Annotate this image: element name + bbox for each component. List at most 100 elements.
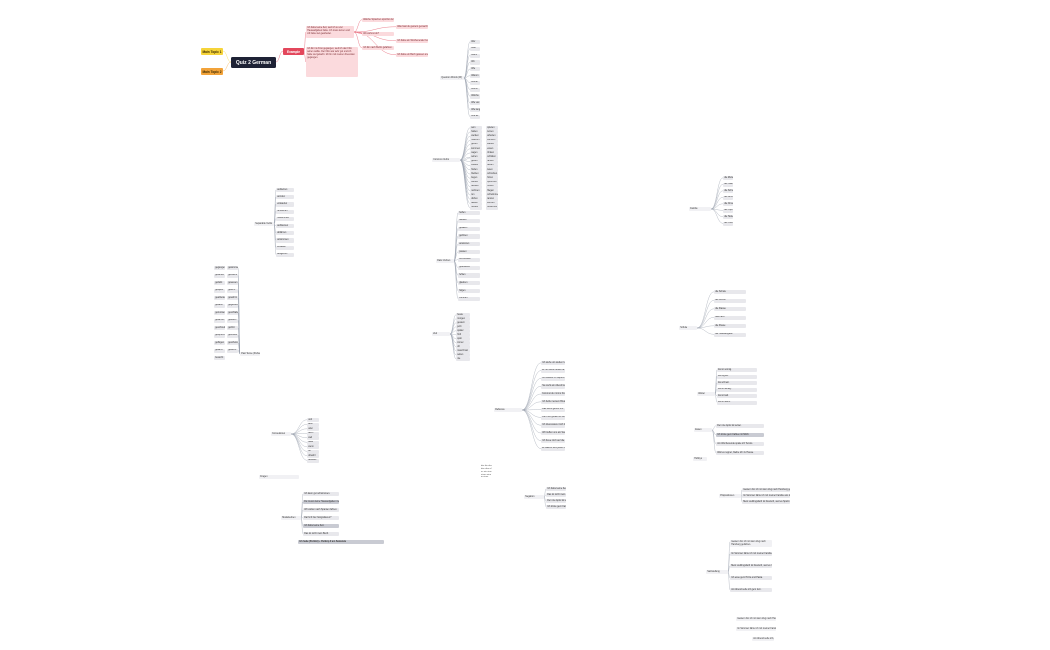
past-tense-node[interactable]: gehört (227, 326, 238, 331)
separable-verb-node[interactable]: ankommen (276, 238, 294, 243)
question-word-node[interactable]: Wie (470, 67, 480, 72)
common-verb-node[interactable]: sehen (470, 155, 482, 160)
sentence-node[interactable]: Er wäscht sich jeden Morgen. (541, 446, 565, 452)
school-node[interactable]: die Hausaufgabe (714, 332, 746, 337)
common-verb-node[interactable]: treffen (486, 184, 498, 190)
family-node[interactable]: die Schwester (723, 189, 733, 194)
root-topic[interactable]: Quiz 2 German (231, 57, 276, 68)
common-verb-node[interactable]: stehen (470, 180, 482, 185)
dative-verb-node[interactable]: antworten (458, 242, 480, 247)
time-word-node[interactable]: später (456, 329, 470, 334)
common-verb-node[interactable]: sprechen (486, 180, 498, 185)
question-word-node[interactable]: Wann (470, 53, 480, 58)
past-tense-node[interactable]: gekauft (214, 303, 225, 308)
dative-verb-node[interactable]: danken (458, 218, 480, 224)
modal-sentence-node[interactable]: Das ist nicht mein Buch. (303, 532, 339, 537)
bottom-note-1[interactable]: Gestern bin ich mit dem Zug nach Hamburg… (736, 617, 776, 622)
section-connectors[interactable]: Konnektoren (271, 432, 291, 437)
past-tense-node[interactable]: gesehen (214, 273, 225, 278)
section-dative[interactable]: Dativ Verben (436, 259, 454, 264)
example-note-2[interactable]: Ich bin ins Kino gegangen, weil ich den … (306, 47, 358, 77)
dative-verb-node[interactable]: gehören (458, 234, 480, 239)
section-food[interactable]: Essen (694, 428, 712, 433)
question-word-node[interactable]: Wer (470, 40, 480, 45)
section-modal[interactable]: Modalverben (281, 516, 301, 521)
sentence-node[interactable]: Das Buch gehört mir. (541, 407, 565, 413)
sentence-node[interactable]: Sie sieht am Abend fern. (541, 384, 565, 389)
sentence-node[interactable]: Der Film gefällt mir sehr. (541, 415, 565, 420)
negation-node[interactable]: Das ist nicht mein Buch. (546, 493, 566, 498)
connector-word-node[interactable]: deshalb (307, 458, 319, 463)
common-verb-node[interactable]: essen (486, 147, 498, 152)
common-verb-node[interactable]: gehen (470, 142, 482, 148)
common-verb-node[interactable]: finden (470, 168, 482, 173)
separable-verb-node[interactable]: ausgehen (276, 252, 294, 258)
school-node[interactable]: das Fach (714, 315, 746, 320)
common-verb-node[interactable]: machen (470, 138, 482, 143)
time-word-node[interactable]: selten (456, 353, 470, 358)
sentence-node[interactable]: Ich interessiere mich für Musik. (541, 423, 565, 428)
time-word-node[interactable]: spät (456, 337, 470, 342)
question-word-node[interactable]: Wie lange (470, 108, 480, 113)
sentence-node[interactable]: Wir treffen uns am Samstag. (541, 431, 565, 436)
common-verb-node[interactable]: kommen (470, 147, 482, 152)
separable-verb-node[interactable]: mitkommen (276, 216, 294, 222)
family-node[interactable]: der Bruder (723, 195, 733, 200)
common-verb-node[interactable]: lernen (486, 130, 498, 135)
common-verb-node[interactable]: laufen (486, 163, 498, 169)
negation-node[interactable]: Ich habe keine Zeit. (546, 487, 566, 492)
word-order-node[interactable]: Am Abend sehe ich gern fern. (730, 588, 772, 593)
example-sub-node[interactable]: Was hast du gestern gemacht? (396, 25, 428, 30)
section-time[interactable]: Zeit (432, 332, 450, 337)
common-verb-node[interactable]: schlafen (486, 155, 498, 160)
past-tense-node[interactable]: gelesen (227, 318, 238, 323)
section-word-order[interactable]: Satzstellung (706, 570, 728, 575)
common-verb-node[interactable]: sein (470, 126, 482, 131)
school-node[interactable]: der Lehrer (714, 298, 746, 303)
question-word-node[interactable]: Wo (470, 60, 480, 65)
bottom-note-2[interactable]: Im Sommer fahre ich mit meiner Familie a… (736, 627, 776, 632)
dative-verb-node[interactable]: passen (458, 250, 480, 255)
weather-node[interactable]: Es ist windig. (717, 387, 757, 392)
dative-verb-node[interactable]: helfen (458, 211, 480, 216)
common-verb-node[interactable]: sagen (470, 151, 482, 156)
sentence-node[interactable]: Ich freue mich auf die Ferien. (541, 439, 565, 444)
separable-verb-node[interactable]: anrufen (276, 195, 294, 200)
word-order-node[interactable]: Im Sommer fahre ich mit meiner Familie a… (730, 552, 772, 557)
bottom-note-3[interactable]: Am Abend sehe ich gern fern. (752, 637, 774, 642)
example-topic[interactable]: Example (283, 48, 304, 55)
past-tense-node[interactable]: gearbeitet (214, 296, 225, 301)
connector-word-node[interactable]: oder (307, 427, 319, 432)
family-node[interactable]: der Onkel (723, 221, 733, 226)
weather-node[interactable]: Es regnet. (717, 374, 757, 379)
family-node[interactable]: die Oma (723, 202, 733, 207)
common-verb-node[interactable]: wohnen (486, 138, 498, 143)
past-tense-node[interactable]: gefahren (214, 318, 225, 323)
common-verb-node[interactable]: dürfen (470, 197, 482, 202)
sentence-node[interactable]: Kommst du mit ins Kino? (541, 392, 565, 397)
word-order-node[interactable]: Gestern bin ich mit dem Zug nach Hamburg… (730, 540, 772, 548)
misc-sentence-node[interactable]: Ich trinke gern Kaffee mit Milch. (716, 433, 764, 438)
sentence-node[interactable]: Wir kaufen im Supermarkt ein. (541, 376, 565, 381)
sentence-node[interactable]: Er ruft seine Mutter an. (541, 368, 565, 374)
common-verb-node[interactable]: werden (470, 134, 482, 139)
weather-node[interactable]: Es ist sonnig. (717, 368, 757, 373)
weather-node[interactable]: Es ist warm. (717, 400, 757, 405)
section-hobbies[interactable]: Hobbys (693, 457, 707, 462)
common-verb-node[interactable]: besuchen (486, 205, 498, 211)
separable-verb-node[interactable]: abfahren (276, 231, 294, 236)
question-word-node[interactable]: Wie viel (470, 101, 480, 106)
example-sub-node[interactable]: Ich habe ein Buch gelesen und Musik gehö… (396, 53, 428, 58)
past-tense-node[interactable]: geschwommen (227, 341, 238, 346)
past-tense-node[interactable]: gekocht (227, 348, 238, 353)
weather-node[interactable]: Es ist kalt. (717, 394, 757, 399)
misc-sentence-node[interactable]: Der rote Apfel ist lecker. (716, 424, 764, 429)
common-verb-node[interactable]: bleiben (470, 172, 482, 177)
common-verb-node[interactable]: schreiben (486, 172, 498, 177)
school-node[interactable]: die Pause (714, 324, 746, 329)
question-word-node[interactable]: Woher (470, 80, 480, 86)
key-highlight-node[interactable]: Ich habe (Perfekt) + Partizip II am Satz… (298, 540, 384, 545)
preposition-node[interactable]: Mein Lieblingsfach ist Deutsch, weil es … (742, 500, 790, 505)
example-sub-node[interactable]: Ich habe am Wochenende Fußball gespielt. (396, 39, 428, 44)
